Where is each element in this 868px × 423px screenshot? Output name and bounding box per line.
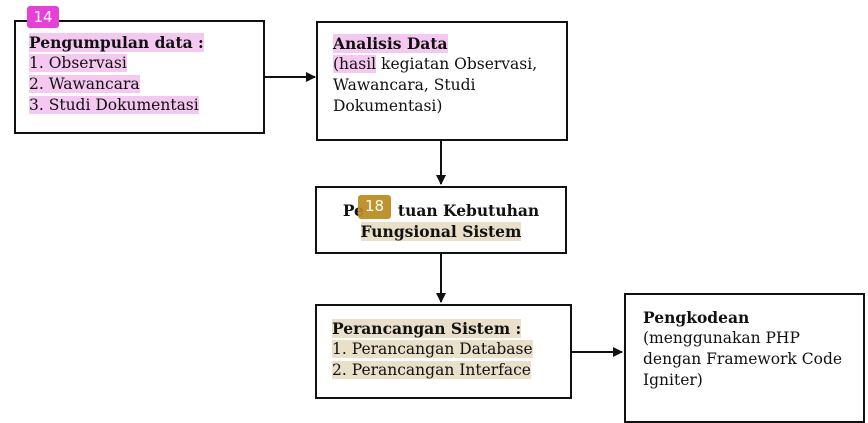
list-item: 3. Studi Dokumentasi: [29, 96, 199, 114]
analysis-line-2: Wawancara, Studi: [333, 76, 476, 94]
box-number-badge: 14: [27, 6, 59, 28]
connector-arrows: [264, 72, 623, 357]
data-analysis-box: Analisis Data (hasil kegiatan Observasi,…: [316, 21, 568, 141]
data-collection-box: Pengumpulan data : 1. Observasi 2. Wawan…: [14, 20, 265, 134]
system-design-title: Perancangan Sistem :: [332, 319, 522, 338]
list-item: 2. Wawancara: [29, 75, 140, 93]
list-item: 2. Perancangan Interface: [332, 361, 531, 379]
data-analysis-title: Analisis Data: [333, 34, 448, 53]
requirements-title-line-2: Fungsional Sistem: [360, 222, 522, 241]
list-item: 1. Observasi: [29, 54, 127, 72]
coding-box: Pengkodean (menggunakan PHP dengan Frame…: [624, 293, 865, 423]
list-item: 1. Perancangan Database: [332, 340, 533, 358]
analysis-line-1-rest: kegiatan Observasi,: [376, 55, 538, 73]
coding-title: Pengkodean: [643, 308, 750, 327]
coding-line-1: (menggunakan PHP: [643, 329, 800, 347]
system-design-box: Perancangan Sistem : 1. Perancangan Data…: [315, 304, 572, 399]
requirements-title-end: tuan Kebutuhan: [397, 201, 540, 220]
analysis-line-3: Dokumentasi): [333, 97, 443, 115]
data-collection-title: Pengumpulan data :: [29, 33, 204, 52]
coding-line-2: dengan Framework Code: [643, 350, 843, 368]
analysis-line-1-highlight: (hasil: [333, 55, 377, 73]
coding-line-3: Igniter): [643, 371, 703, 389]
box-number-badge: 18: [358, 195, 391, 219]
